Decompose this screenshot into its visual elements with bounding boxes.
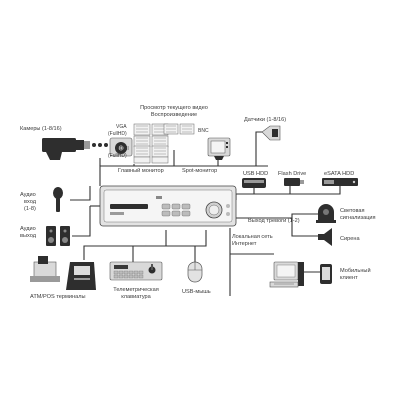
lan-label: Локальная сеть [232, 234, 273, 240]
speakers-icon [46, 226, 70, 246]
vga-monitor-icons [133, 123, 169, 148]
signal-light-label-2: сигнализация [340, 215, 376, 221]
atm-pos-label: ATM/POS терминалы [30, 294, 86, 300]
microphone-icon [53, 187, 63, 212]
usb-hdd-label: USB HDD [243, 171, 268, 177]
flash-drive-icon [284, 178, 304, 186]
box-camera-icon [42, 138, 90, 160]
dvr-recorder-icon [99, 185, 237, 227]
usb-mouse-label: USB-мышь [182, 289, 211, 295]
vga-fullhd-label: (FullHD) [108, 131, 127, 137]
sensors-label: Датчики (1-8/16) [244, 117, 286, 123]
bnc-monitor-icons [163, 123, 195, 135]
hdmi-monitor-icons [133, 145, 169, 164]
mobile-client-label-2: клиент [340, 275, 358, 281]
audio-out-word-label: выход [20, 233, 37, 239]
keyboard-label: Телеметрическая [113, 287, 159, 293]
esata-hdd-label: eSATA HDD [324, 171, 354, 177]
audio-in-word-label: вход [24, 199, 37, 205]
main-monitor-label: Главный монитор [118, 167, 164, 174]
sensor-icon [261, 125, 281, 141]
atm-terminal-icon [66, 262, 96, 290]
keyboard-label-2: клавиатура [121, 294, 151, 300]
telemetry-keyboard-icon [109, 261, 163, 281]
pc-client-icon [269, 261, 304, 288]
dome-camera-icon [109, 137, 133, 157]
camera-dots [92, 143, 108, 147]
bnc-label: BNC [198, 128, 209, 134]
audio-out-label: Аудио [20, 226, 36, 232]
mobile-client-label: Мобильный [340, 267, 371, 274]
siren-label: Сирена [340, 236, 360, 242]
flash-drive-label: Flash Drive [278, 171, 306, 177]
playback-label: Воспроизведение [151, 112, 197, 118]
spot-monitor-label: Spot-монитор [182, 168, 217, 174]
hdmi-label: HDMI [116, 146, 129, 152]
vga-label: VGA [116, 124, 127, 130]
alarm-output-label: Выход тревоги (1-2) [248, 218, 300, 224]
usb-mouse-icon [187, 261, 203, 283]
esata-hdd-icon [322, 178, 358, 186]
hdmi-fullhd-label: (FullHD) [108, 153, 127, 159]
signal-light-icon [316, 204, 336, 223]
cameras-label: Камеры (1-8/16) [20, 126, 62, 132]
audio-in-range-label: (1-8) [24, 206, 36, 212]
audio-in-label: Аудио [20, 192, 36, 198]
preview-label: Просмотр текущего видео [140, 105, 208, 111]
siren-icon [318, 228, 332, 246]
internet-label: Интернет [232, 241, 257, 247]
mobile-client-icon [320, 264, 332, 284]
spot-monitor-icon [207, 137, 231, 160]
usb-hdd-icon [242, 178, 266, 188]
signal-light-label: Световая [340, 208, 365, 214]
connection-wires [70, 131, 341, 296]
cash-register-icon [30, 256, 60, 282]
